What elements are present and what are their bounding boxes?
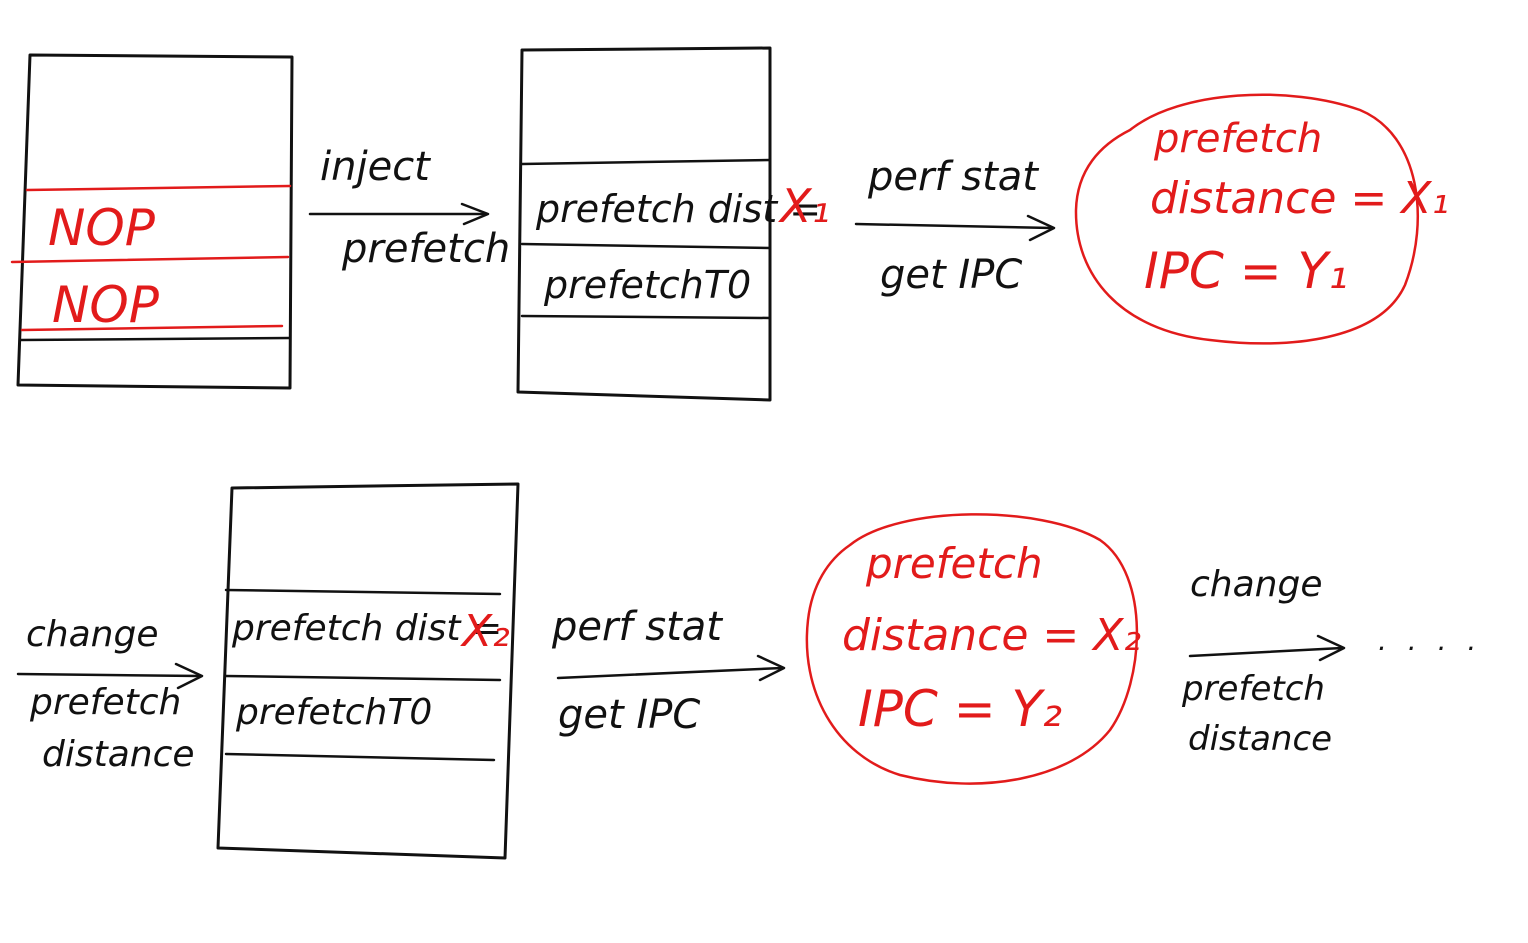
change-distance-arrow-out: change prefetch distance: [1181, 564, 1346, 759]
result-2-ipc: IPC = Y₂: [858, 680, 1062, 738]
change-distance-arrow-in: change prefetch distance: [16, 614, 204, 775]
distance-label-out: distance: [1188, 719, 1332, 759]
nop-slot-2: NOP: [52, 276, 160, 334]
get-ipc-label-2: get IPC: [558, 692, 700, 738]
perf-stat-label-2: perf stat: [551, 604, 723, 650]
result-bubble-1: prefetch distance = X₁ IPC = Y₁: [1074, 93, 1449, 345]
prefetch-dist-label: prefetch dist =: [535, 187, 821, 231]
perf-stat-arrow-2: perf stat get IPC: [551, 604, 786, 738]
get-ipc-label: get IPC: [880, 252, 1022, 298]
nop-slot-1: NOP: [48, 199, 156, 257]
distance-label-in: distance: [42, 734, 195, 775]
inject-prefetch-arrow: inject prefetch: [308, 144, 510, 272]
memory-box-updated: prefetch dist = X₂ prefetchT0: [216, 482, 520, 860]
prefetch-dist-value-x1: X₁: [778, 179, 830, 233]
prefetch-label: prefetch: [341, 226, 510, 272]
result-bubble-2: prefetch distance = X₂ IPC = Y₂: [805, 513, 1141, 785]
result-2-prefetch: prefetch: [865, 539, 1043, 588]
continuation-ellipsis: . . . .: [1378, 624, 1482, 657]
inject-label: inject: [320, 144, 431, 190]
result-1-distance: distance = X₁: [1150, 173, 1449, 224]
prefetch-t0-instruction-2: prefetchT0: [235, 692, 432, 733]
prefetch-dist-label-2: prefetch dist =: [231, 608, 502, 649]
memory-box-injected: prefetch dist = X₁ prefetchT0: [516, 46, 830, 402]
prefetch-t0-instruction: prefetchT0: [543, 263, 751, 307]
prefetch-label-in: prefetch: [29, 682, 181, 723]
prefetch-label-out: prefetch: [1181, 669, 1325, 709]
change-label-out: change: [1190, 564, 1323, 605]
result-1-prefetch: prefetch: [1153, 116, 1322, 162]
result-1-ipc: IPC = Y₁: [1144, 242, 1348, 300]
perf-stat-label: perf stat: [867, 154, 1039, 200]
perf-stat-arrow-1: perf stat get IPC: [854, 154, 1056, 298]
memory-box-original: NOP NOP: [10, 53, 294, 390]
change-label-in: change: [26, 614, 159, 655]
result-2-distance: distance = X₂: [842, 610, 1141, 661]
prefetch-dist-value-x2: X₂: [460, 606, 510, 657]
